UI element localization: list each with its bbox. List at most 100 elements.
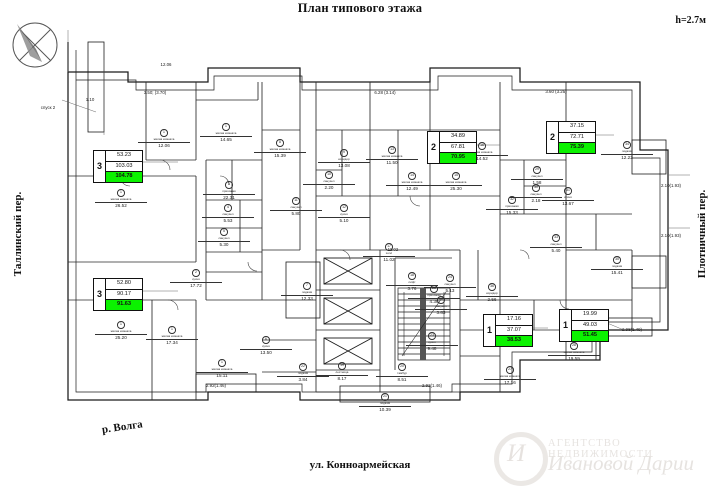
room-name: коридор <box>338 157 350 162</box>
room-area: 1.58 <box>511 178 563 185</box>
room-number: 31 <box>564 187 572 195</box>
room-number: 13 <box>388 146 396 154</box>
room-area: 5.13 <box>424 286 476 293</box>
apartment-room-count: 3 <box>94 279 106 310</box>
room-name: прихожая <box>222 189 236 194</box>
room-number: 23 <box>428 332 436 340</box>
room-name: лоджия <box>379 401 391 406</box>
room-name: санузел <box>290 205 302 210</box>
apartment-total-area: 72.71 <box>559 133 595 144</box>
room-number: 11 <box>292 197 300 205</box>
room-name: тамбур <box>397 371 407 376</box>
room-number: 18 <box>408 272 416 280</box>
room-area: 12.06 <box>138 141 190 148</box>
room-name: санузел <box>444 282 456 287</box>
apartment-area-with-balcony: 75.39 <box>559 143 595 153</box>
page-title: План типового этажа <box>297 1 423 15</box>
room-name: лоджия <box>621 149 633 154</box>
dimension-label: 2.92(1.46) <box>421 383 442 388</box>
room-area: 2.56 <box>466 295 518 302</box>
room-area: 10.39 <box>359 405 411 412</box>
room-area: 17.34 <box>146 338 198 345</box>
apartment-room-count: 2 <box>547 122 559 153</box>
room-area: 11.02 <box>363 255 415 262</box>
dimension-label: 2.10(1.93) <box>660 233 681 238</box>
room-area: 19.59 <box>548 354 600 361</box>
room-number: 15 <box>452 172 460 180</box>
room-name: жилая комната <box>211 367 233 372</box>
room-area: 15.41 <box>591 268 643 275</box>
room-name: санузел <box>218 236 230 241</box>
room-number: 27 <box>506 366 514 374</box>
apartment-total-area: 90.17 <box>106 290 142 301</box>
room-number: 1 <box>168 326 176 334</box>
room-name: санузел <box>222 212 234 217</box>
dimension-label: 12.06 <box>160 62 172 67</box>
room-number: 32 <box>508 196 516 204</box>
room-area: 15.39 <box>254 151 306 158</box>
room-area: 13.08 <box>318 161 370 168</box>
room-area: 3.84 <box>277 375 329 382</box>
apartment-living-area: 52.80 <box>106 279 142 290</box>
room-area: 4.36 <box>408 297 460 304</box>
room-number: 2 <box>192 269 200 277</box>
room-number: 17 <box>385 243 393 251</box>
room-name: прихожая <box>427 293 441 298</box>
room-name: прихожая <box>505 204 519 209</box>
apartment-room-count: 1 <box>560 310 572 341</box>
room-name: жилая комната <box>110 329 132 334</box>
room-number: 24 <box>446 274 454 282</box>
room-area: 15.11 <box>196 371 248 378</box>
room-name: санузел <box>530 192 542 197</box>
room-area: 17.72 <box>170 281 222 288</box>
room-name: санузел <box>435 304 447 309</box>
dimension-label: 3.50; (3.70) <box>143 90 167 95</box>
room-name: лоджия <box>301 290 313 295</box>
room-area: 5.40 <box>530 246 582 253</box>
room-number: 5 <box>220 228 228 236</box>
room-number: 1 <box>117 321 125 329</box>
room-area: 8.51 <box>376 375 428 382</box>
room-area: 11.50 <box>366 158 418 165</box>
room-number: 1 <box>222 123 230 131</box>
room-number: 26 <box>430 285 438 293</box>
room-number: 29 <box>533 166 541 174</box>
room-number: 1 <box>160 129 168 137</box>
room-number: 8 <box>276 139 284 147</box>
room-name: жилая комната <box>161 334 183 339</box>
room-name: кухня <box>192 277 200 282</box>
room-number: 9 <box>340 149 348 157</box>
room-name: санузел <box>550 242 562 247</box>
room-number: 35 <box>613 256 621 264</box>
apartment-living-area: 37.15 <box>559 122 595 133</box>
room-area: 5.53 <box>202 216 254 223</box>
